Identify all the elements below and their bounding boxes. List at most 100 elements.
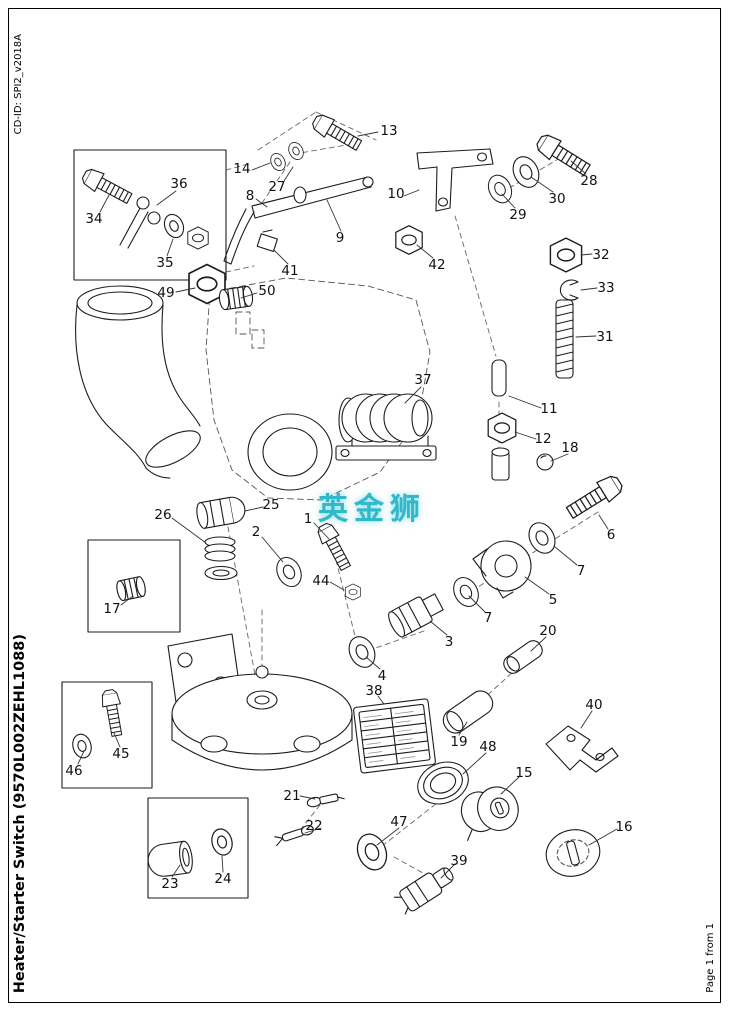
callout-5: 5 — [548, 592, 558, 608]
part-12-nut — [487, 412, 517, 444]
callout-25: 25 — [262, 497, 280, 513]
part-17-plug — [116, 576, 146, 602]
part-13-bolt — [309, 110, 365, 155]
part-50-sleeve — [218, 285, 254, 311]
callout-32: 32 — [592, 247, 610, 263]
callout-21: 21 — [283, 788, 301, 804]
callout-13: 13 — [380, 123, 398, 139]
callout-11: 11 — [540, 401, 558, 417]
part-33-clip — [559, 279, 579, 301]
callout-10: 10 — [387, 186, 405, 202]
engine-block-outline — [205, 277, 431, 501]
part-24-washer — [208, 826, 236, 858]
callout-12: 12 — [534, 431, 552, 447]
callout-48: 48 — [479, 739, 497, 755]
callout-2: 2 — [251, 524, 261, 540]
lever-assembly — [188, 176, 374, 311]
callout-34: 34 — [85, 211, 103, 227]
part-27-washer — [285, 139, 307, 163]
callout-38: 38 — [365, 683, 383, 699]
part-16-disc — [545, 829, 601, 877]
callout-7b: 7 — [483, 610, 493, 626]
callout-16: 16 — [615, 819, 633, 835]
callout-29: 29 — [509, 207, 527, 223]
part-22-clip — [274, 825, 314, 847]
callout-45: 45 — [112, 746, 130, 762]
part-15-switch — [460, 786, 519, 841]
part-39-switch — [393, 867, 454, 915]
callout-36: 36 — [170, 176, 188, 192]
callout-33: 33 — [597, 280, 615, 296]
part-20-sleeve — [503, 640, 543, 674]
part-45-bolt — [99, 688, 127, 738]
callout-14: 14 — [233, 161, 251, 177]
callout-28: 28 — [580, 173, 598, 189]
detail-box-34-36 — [73, 149, 227, 281]
callout-49: 49 — [157, 285, 175, 301]
callout-22: 22 — [305, 818, 323, 834]
part-38-label-plate — [353, 698, 436, 774]
callout-24: 24 — [214, 871, 232, 887]
part-32-nut — [549, 237, 583, 273]
callout-8: 8 — [245, 188, 255, 204]
part-26-spring-washer — [204, 536, 238, 581]
part-23-plug — [147, 840, 193, 877]
callout-42: 42 — [428, 257, 446, 273]
callout-44: 44 — [312, 573, 330, 589]
part-18-ball — [536, 453, 554, 471]
callout-39: 39 — [450, 853, 468, 869]
detail-box-45-46 — [61, 681, 153, 789]
part-21-clip — [306, 793, 345, 808]
callout-17: 17 — [103, 601, 121, 617]
part-35-washer — [160, 210, 188, 242]
leader-lines — [77, 131, 618, 879]
callout-30: 30 — [548, 191, 566, 207]
callout-23: 23 — [161, 876, 179, 892]
callout-7a: 7 — [576, 563, 586, 579]
part-3-fitting — [388, 593, 444, 638]
callout-27: 27 — [268, 179, 286, 195]
callout-26: 26 — [154, 507, 172, 523]
part-44-nut — [345, 583, 361, 601]
part-40-bracket — [545, 725, 619, 773]
part-2-washer — [271, 552, 307, 592]
filter-head — [167, 633, 353, 771]
part-31-stud — [555, 299, 574, 379]
callout-46: 46 — [65, 763, 83, 779]
part-47-washer — [351, 829, 393, 875]
nut-near-35 — [187, 226, 209, 250]
engine-elbow — [75, 285, 201, 479]
part-10-bracket — [416, 148, 494, 212]
callout-20: 20 — [539, 623, 557, 639]
callout-40: 40 — [585, 697, 603, 713]
part-6-banjo-bolt — [563, 471, 627, 524]
callout-35: 35 — [156, 255, 174, 271]
callout-4: 4 — [377, 668, 387, 684]
part-36-link — [119, 207, 149, 249]
part-29-washer — [483, 170, 517, 208]
part-48-bezel — [417, 761, 469, 805]
part-34-bolt — [79, 165, 135, 208]
page-border — [8, 8, 721, 1003]
watermark: 英金狮 — [318, 492, 426, 527]
part-37-solenoid — [335, 393, 437, 461]
part-11-pin — [491, 359, 507, 397]
callout-18: 18 — [561, 440, 579, 456]
part-19-sleeve — [442, 690, 494, 734]
callout-19: 19 — [450, 734, 468, 750]
callout-41: 41 — [281, 263, 299, 279]
part-25-plug — [196, 496, 246, 529]
callout-15: 15 — [515, 765, 533, 781]
callout-37: 37 — [414, 372, 432, 388]
engine-port-flange — [247, 413, 333, 491]
callout-31: 31 — [596, 329, 614, 345]
part-42-nut — [395, 225, 423, 255]
detail-box-17 — [87, 539, 181, 633]
construction-lines — [225, 111, 599, 880]
callout-47: 47 — [390, 814, 408, 830]
part-4-washer — [343, 631, 381, 673]
part-41-clamp — [256, 233, 278, 252]
callout-1: 1 — [303, 511, 313, 527]
